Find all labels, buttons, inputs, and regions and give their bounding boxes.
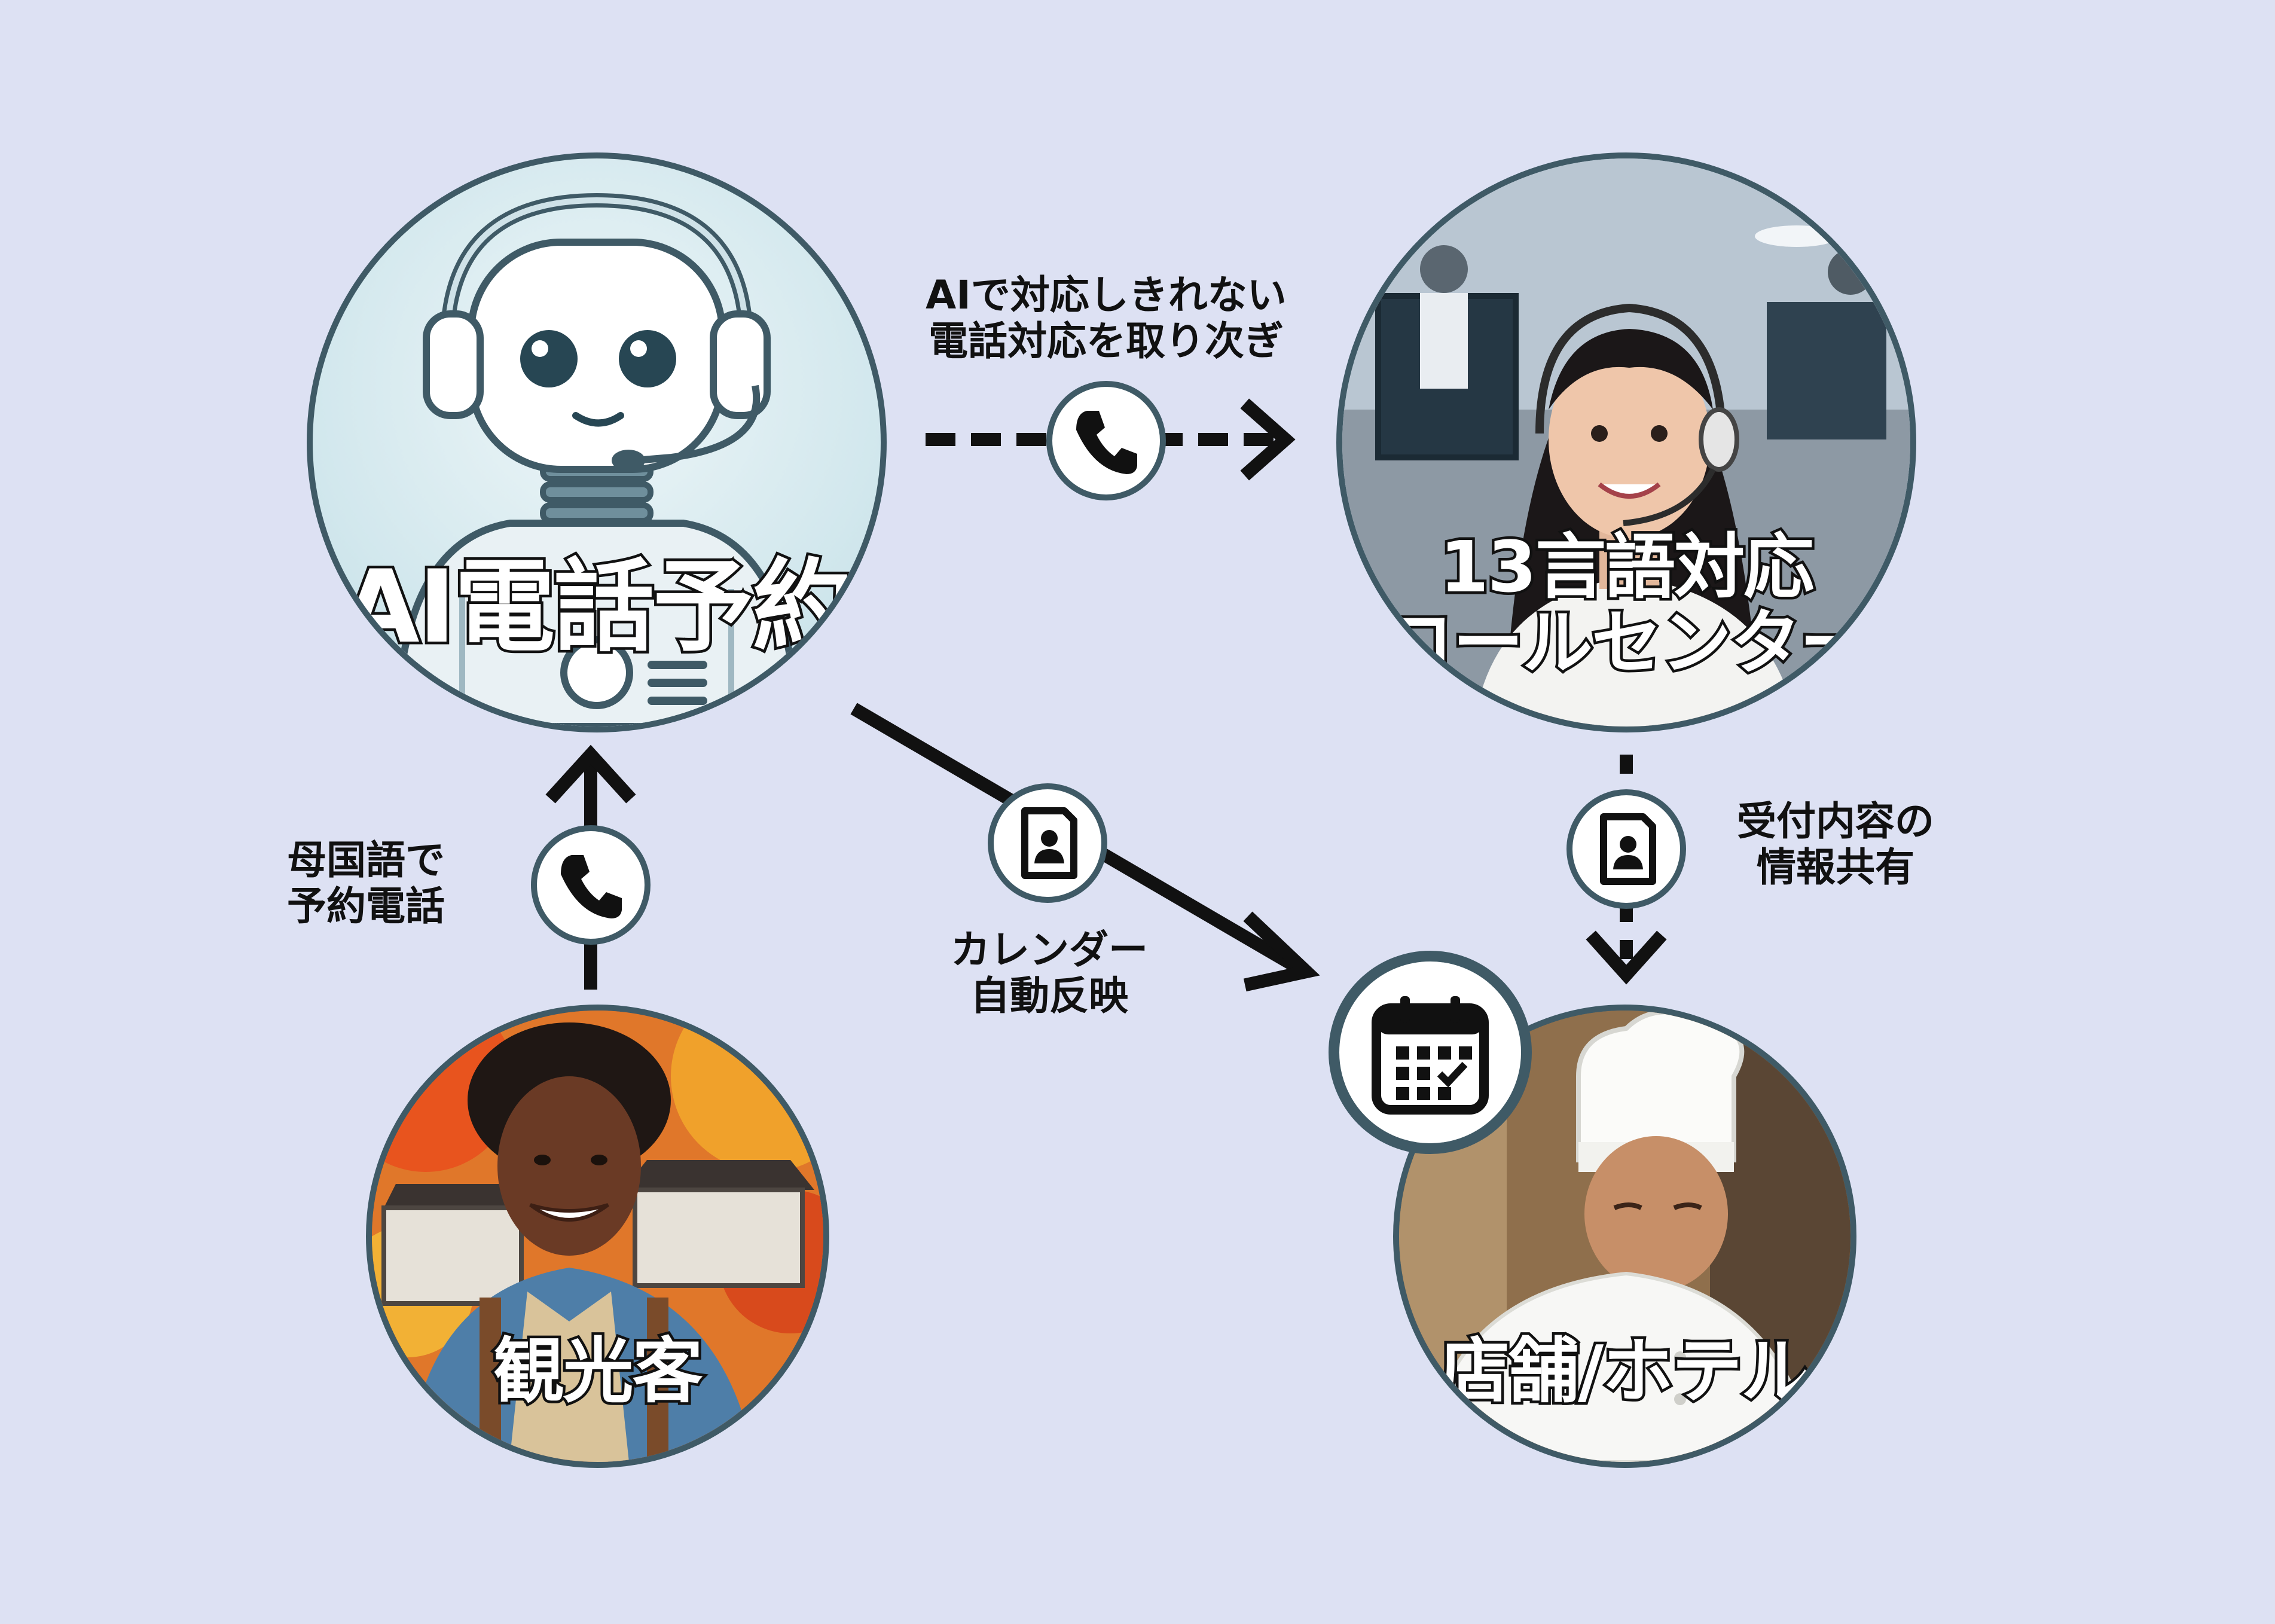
node-call-center-label-line-2: コールセンター: [1381, 602, 1873, 685]
label-call-center-to-store: 受付内容の 情報共有: [1710, 798, 1961, 890]
label-call-center-to-store-line-1: 受付内容の: [1737, 798, 1934, 844]
calendar-icon: [1372, 996, 1489, 1115]
contact-document-icon: [1021, 807, 1077, 879]
badge-tourist-to-ai: [531, 825, 651, 945]
robot-illustration: [392, 193, 801, 726]
node-call-center-label-line-1: 13言語対応: [1437, 526, 1816, 608]
label-ai-to-store: カレンダー 自動反映: [909, 927, 1190, 1019]
label-ai-to-store-line-2: 自動反映: [970, 973, 1128, 1019]
label-ai-to-call-center-line-1: AIで対応しきれない: [926, 272, 1287, 318]
tourist-photo: [372, 1011, 823, 1462]
node-tourist: 観光客: [366, 1005, 829, 1468]
label-call-center-to-store-line-2: 情報共有: [1757, 844, 1914, 891]
node-ai-booking-label: AI電話予約: [339, 548, 856, 666]
calendar-badge: [1329, 951, 1532, 1154]
node-ai-booking: AI電話予約: [307, 152, 887, 732]
label-tourist-to-ai-line-1: 母国語で: [287, 837, 445, 883]
label-ai-to-call-center-line-2: 電話対応を取り次ぎ: [929, 318, 1284, 365]
label-tourist-to-ai-line-2: 予約電話: [287, 883, 445, 930]
badge-call-center-to-store: [1566, 789, 1686, 909]
node-call-center-label: 13言語対応 コールセンター: [1342, 526, 1910, 685]
arrow-call-center-to-store: [1586, 755, 1667, 985]
label-tourist-to-ai: 母国語で 予約電話: [287, 837, 526, 929]
label-ai-to-call-center: AIで対応しきれない 電話対応を取り次ぎ: [885, 272, 1327, 364]
node-tourist-label: 観光客: [491, 1330, 706, 1412]
node-call-center: 13言語対応 コールセンター: [1336, 152, 1916, 732]
contact-document-icon: [1600, 813, 1656, 885]
operator-photo: [1342, 158, 1910, 726]
phone-icon: [1076, 411, 1137, 474]
node-store-hotel-label: 店舗/ホテル: [1436, 1330, 1814, 1412]
arrow-ai-to-call-center: [926, 398, 1296, 481]
badge-ai-to-store: [988, 783, 1107, 903]
label-ai-to-store-line-1: カレンダー: [951, 927, 1148, 973]
badge-ai-to-call-center: [1046, 381, 1166, 500]
phone-icon: [561, 855, 622, 918]
